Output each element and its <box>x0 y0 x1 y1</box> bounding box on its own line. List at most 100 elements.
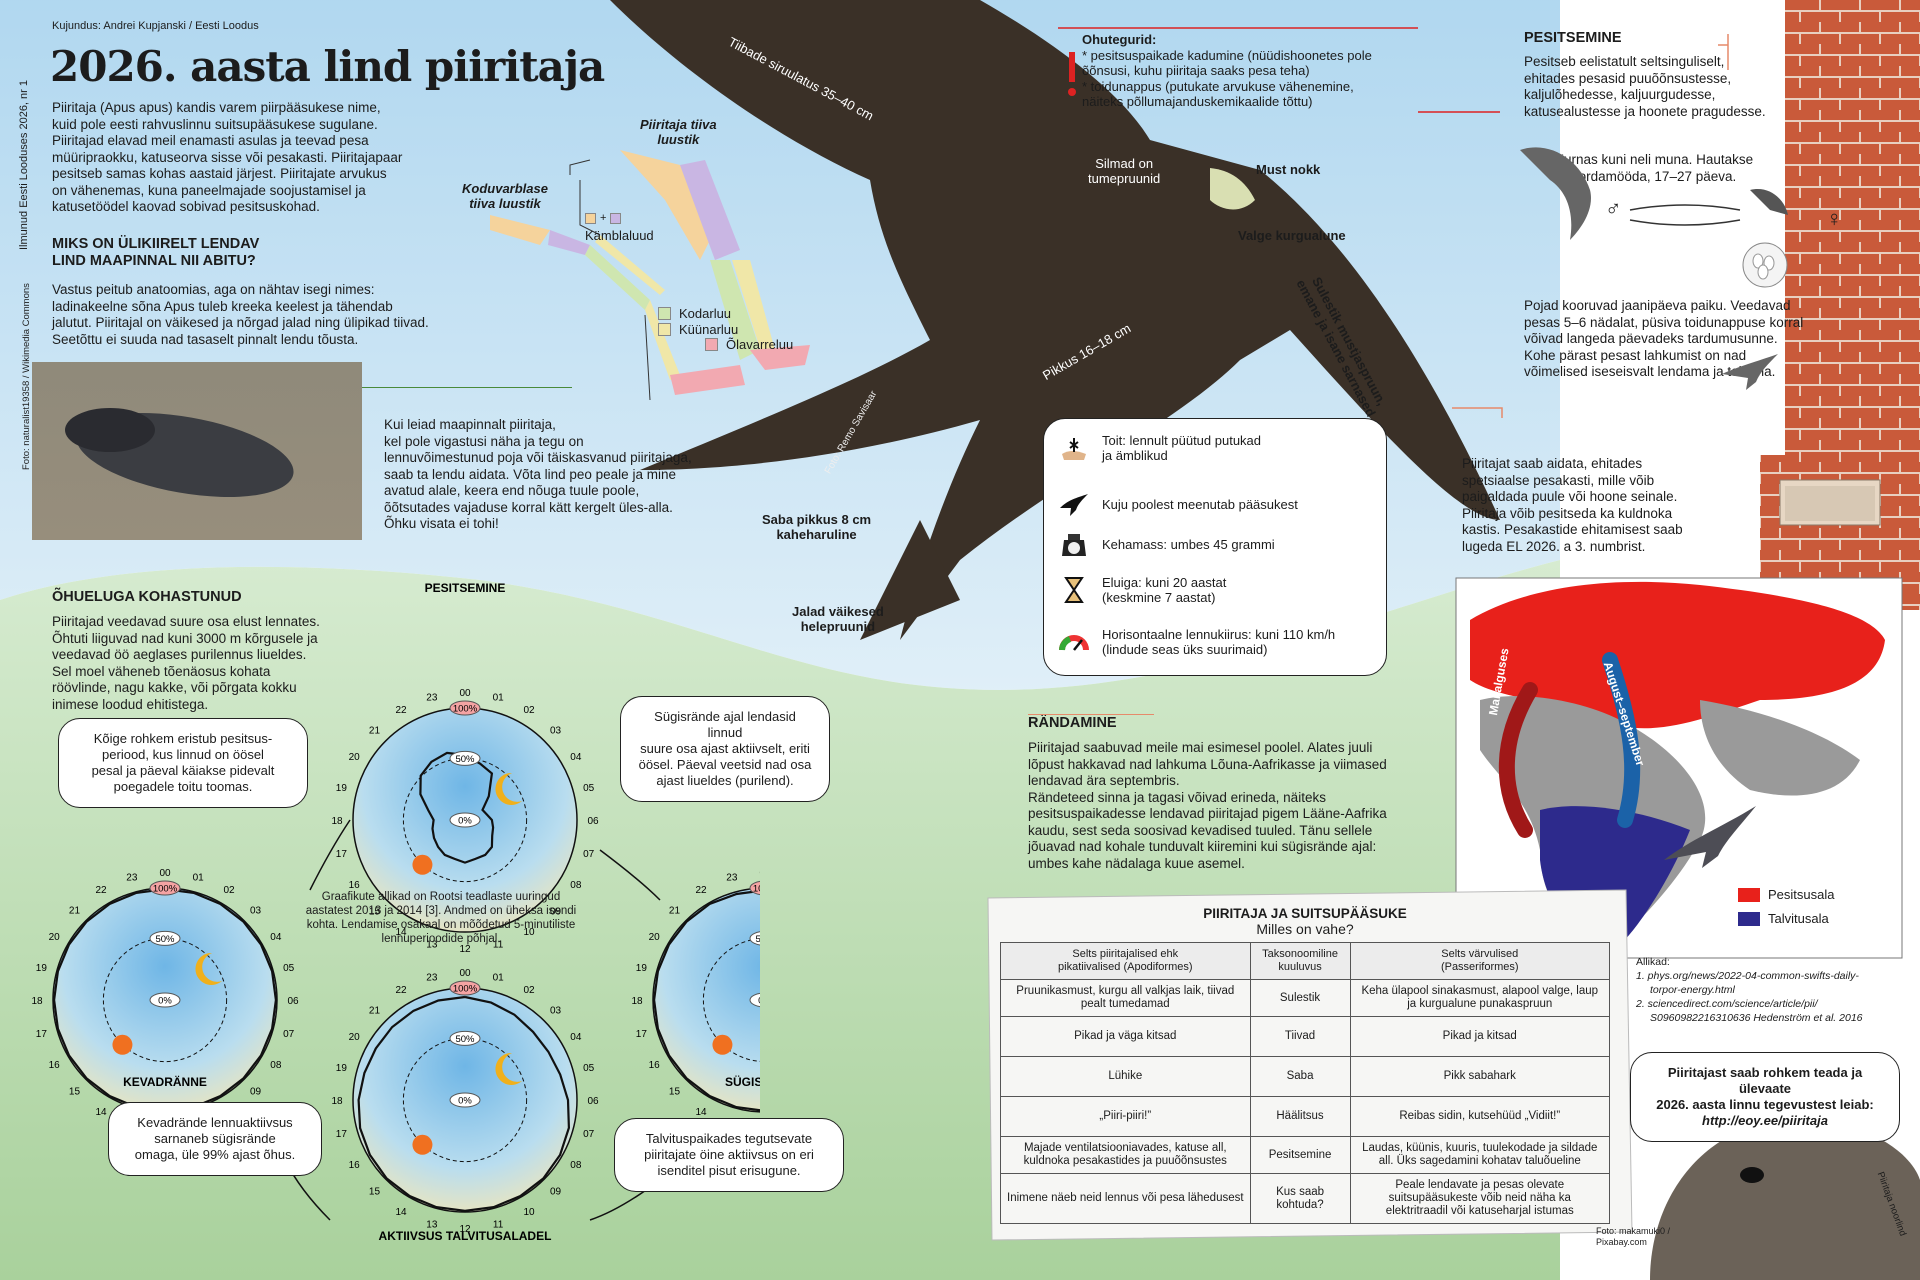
wintering-swatch <box>1738 911 1760 926</box>
design-credit: Kujundus: Andrei Kupjanski / Eesti Loodu… <box>52 20 259 32</box>
clock-hour-label: 09 <box>250 1087 262 1098</box>
sparrow-wing-bones <box>490 215 745 395</box>
nesting-text3: Pojad kooruvad jaanipäeva paiku. Veedava… <box>1524 298 1804 379</box>
pct-label: 0% <box>458 1096 472 1107</box>
clock-hour-label: 02 <box>223 885 235 896</box>
pct-label: 0% <box>758 996 760 1007</box>
threats-box: Ohutegurid: * pesitsuspaikade kadumine (… <box>1082 32 1372 109</box>
intro-text: Piiritaja (Apus apus) kandis varem piirp… <box>52 100 403 214</box>
clock-hour-label: 22 <box>395 705 407 716</box>
legend-wintering: Talvitusala <box>1738 911 1829 926</box>
pct-badge <box>449 1092 481 1108</box>
fact-speed: Horisontaalne lennukiirus: kuni 110 km/h… <box>1058 626 1335 658</box>
clock-hour-label: 04 <box>570 1032 582 1043</box>
pct-badge <box>449 812 481 828</box>
clock-hour-label: 17 <box>336 849 348 860</box>
sources: Allikad: 1. phys.org/news/2022-04-common… <box>1636 956 1863 1024</box>
pct-label: 50% <box>155 934 175 945</box>
clock-hour-label: 16 <box>349 880 361 891</box>
clock-hour-label: 00 <box>159 868 171 879</box>
pct-label: 50% <box>455 754 475 765</box>
clock-hour-label: 14 <box>395 1207 407 1218</box>
clock-title: PESITSEMINE <box>425 581 506 595</box>
bubble-nesting-note: Kõige rohkem eristub pesitsus-periood, k… <box>58 718 308 808</box>
clock-hour-label: 05 <box>583 783 595 794</box>
pct-label: 0% <box>458 816 472 827</box>
pct-label: 0% <box>158 996 172 1007</box>
pct-label: 50% <box>455 1034 475 1045</box>
flying-swift-small-icon <box>1722 354 1778 390</box>
clock-hour-label: 20 <box>649 932 661 943</box>
pct-badge <box>749 880 760 896</box>
clock-hour-label: 14 <box>395 927 407 938</box>
migration-heading: Rändamine <box>1028 715 1117 731</box>
clock-hour-label: 04 <box>270 932 282 943</box>
pct-badge <box>749 992 760 1008</box>
air-heading: Õhueluga kohastunud <box>52 589 242 605</box>
clock-hour-label: 04 <box>570 752 582 763</box>
issue-credit: Ilmunud Eesti Looduses 2026, nr 1 <box>18 79 30 250</box>
sun-icon <box>112 1034 133 1055</box>
clock-hour-label: 06 <box>287 996 299 1007</box>
clock-hour-label: 02 <box>523 705 535 716</box>
migration-divider <box>1028 714 1154 715</box>
cycle-arrow <box>599 849 661 901</box>
clock-title: SÜGISRÄNNE <box>725 1074 760 1089</box>
clock-hour-label: 19 <box>336 783 348 794</box>
clock-hour-label: 03 <box>550 1005 562 1016</box>
clock-hour-label: 15 <box>69 1087 81 1098</box>
activity-line <box>419 751 495 864</box>
legend-radius: Kodarluu <box>658 306 731 321</box>
clock-hour-label: 23 <box>126 872 138 883</box>
sun-icon <box>412 854 433 875</box>
pct-badge <box>149 930 181 946</box>
legend-breeding: Pesitsusala <box>1738 887 1834 902</box>
migration-text: Piiritajad saabuvad meile mai esimesel p… <box>1028 740 1387 871</box>
fact-shape: Kuju poolest meenutab pääsukest <box>1058 488 1298 520</box>
moon-icon <box>495 1052 523 1085</box>
clock-hour-label: 11 <box>493 940 504 951</box>
nesting-cycle-diagram <box>1520 147 1788 288</box>
clock-hour-label: 16 <box>49 1060 61 1071</box>
clock-hour-label: 07 <box>583 849 595 860</box>
pct-badge <box>449 700 481 716</box>
compare-title-block: PIIRITAJA JA SUITSUPÄÄSUKE Milles on vah… <box>1203 906 1407 937</box>
pct-badge <box>749 931 760 946</box>
clock-hour-label: 23 <box>426 692 438 703</box>
beak-label: Must nokk <box>1256 162 1321 177</box>
clock-hour-label: 08 <box>270 1060 282 1071</box>
clock-hour-label: 15 <box>369 1187 381 1198</box>
activity-line <box>357 995 571 1213</box>
clock-hour-label: 18 <box>331 1096 343 1107</box>
clock-hour-label: 23 <box>726 872 738 883</box>
table-row: Inimene näeb neid lennus või pesa lähedu… <box>1000 1173 1611 1224</box>
pct-label: 100% <box>453 984 478 995</box>
pct-label: 50% <box>755 934 760 945</box>
fact-mass: Kehamass: umbes 45 grammi <box>1058 528 1275 560</box>
why-text: Vastus peitub anatoomias, aga on nähtav … <box>52 282 429 347</box>
activity-line <box>652 889 760 1112</box>
male-symbol: ♂ <box>1605 196 1622 221</box>
plus-sign: + <box>600 212 607 224</box>
clock-hour-label: 09 <box>550 907 562 918</box>
clock-hour-label: 14 <box>695 1107 707 1118</box>
clock-hour-label: 13 <box>426 940 438 951</box>
wing-skeleton-diagram <box>490 150 810 401</box>
insect-hand-icon <box>1062 438 1086 460</box>
throat-label: Valge kurgualune <box>1238 228 1346 243</box>
legend-metacarpals-label: Kämblaluud <box>585 228 654 243</box>
why-heading: Miks on ülikiirelt lendavlind maapinnal … <box>52 236 260 269</box>
clock-hour-label: 10 <box>523 927 535 938</box>
clock-hour-label: 16 <box>349 1160 361 1171</box>
table-row: Pruunikasmust, kurgu all valkjas laik, t… <box>1000 979 1611 1017</box>
clock-hour-label: 19 <box>36 963 48 974</box>
sun-icon <box>712 1034 733 1055</box>
